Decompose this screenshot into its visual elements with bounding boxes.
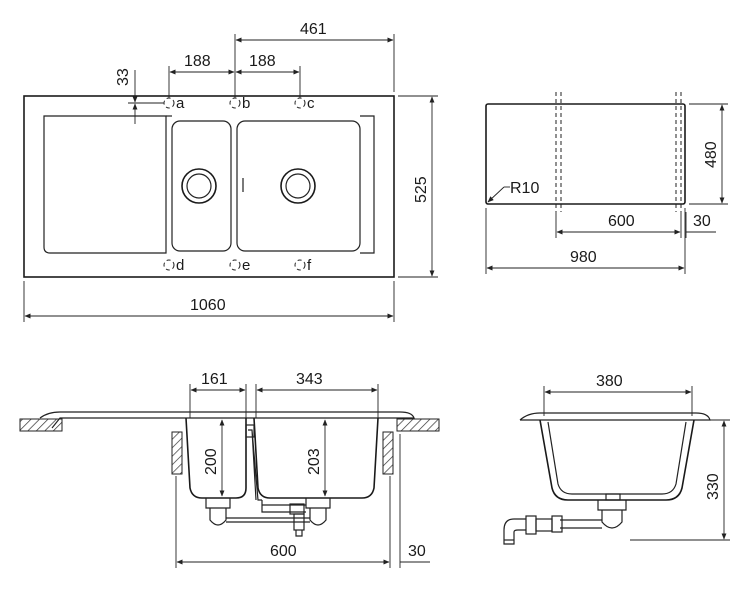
cabinet-side-left <box>171 431 183 475</box>
cabinet-side-right <box>382 431 394 475</box>
tap-hole-e <box>229 259 241 271</box>
dim-label-330: 330 <box>705 473 722 500</box>
countertop-right <box>396 418 440 432</box>
dim-label-161: 161 <box>201 371 228 388</box>
large-bowl-drain-inner <box>285 173 311 199</box>
top-view: a b c d e f 461 188 188 33 525 <box>23 21 438 322</box>
dim-label-525: 525 <box>413 176 430 203</box>
side-outlet-pipe <box>503 518 526 545</box>
large-bowl <box>236 120 361 252</box>
side-bowl <box>539 419 695 501</box>
tap-hole-a-label: a <box>176 95 185 112</box>
tap-hole-d <box>163 259 175 271</box>
dim-label-30-section: 30 <box>408 543 426 560</box>
tap-hole-d-label: d <box>176 257 184 274</box>
sink-rim <box>39 411 415 429</box>
radius-leader <box>487 186 505 203</box>
sink-outline <box>23 95 395 278</box>
section-small-bowl <box>185 417 247 499</box>
side-drain <box>597 500 627 529</box>
small-bowl <box>171 120 232 252</box>
section-large-bowl <box>253 417 379 499</box>
small-bowl-drain <box>205 498 231 526</box>
dim-label-600-section: 600 <box>270 543 297 560</box>
tap-hole-f <box>294 259 306 271</box>
countertop-left <box>19 418 63 432</box>
dim-label-600-cutout: 600 <box>608 213 635 230</box>
cutout-outline <box>485 103 686 205</box>
large-bowl-drain-outer <box>280 168 316 204</box>
tap-hole-c-label: c <box>307 95 315 112</box>
dim-label-33: 33 <box>115 68 132 86</box>
tap-hole-e-label: e <box>242 257 250 274</box>
dim-label-188-right: 188 <box>249 53 276 70</box>
tap-hole-c <box>294 97 306 109</box>
drainboard <box>43 115 167 254</box>
dim-label-380: 380 <box>596 373 623 390</box>
dim-label-980: 980 <box>570 249 597 266</box>
tap-hole-f-label: f <box>307 257 312 274</box>
tap-hole-a <box>163 97 175 109</box>
large-bowl-drain <box>305 498 331 526</box>
small-bowl-drain-inner <box>186 173 212 199</box>
dim-label-343: 343 <box>296 371 323 388</box>
dim-label-1060: 1060 <box>190 297 226 314</box>
dim-label-188-left: 188 <box>184 53 211 70</box>
section-view: 161 343 200 203 600 30 <box>19 371 440 568</box>
side-view: 380 330 <box>503 373 730 545</box>
overflow-pipe <box>248 429 262 501</box>
tap-hole-b <box>229 97 241 109</box>
dim-label-480: 480 <box>703 141 720 168</box>
dim-label-203: 203 <box>306 448 323 475</box>
dim-label-30-cutout: 30 <box>693 213 711 230</box>
radius-label: R10 <box>510 180 539 197</box>
cutout-view: R10 480 600 30 980 <box>485 92 728 274</box>
dim-label-461: 461 <box>300 21 327 38</box>
dim-label-200: 200 <box>203 448 220 475</box>
side-rim <box>519 412 711 421</box>
small-bowl-drain-outer <box>181 168 217 204</box>
tap-hole-b-label: b <box>242 95 250 112</box>
